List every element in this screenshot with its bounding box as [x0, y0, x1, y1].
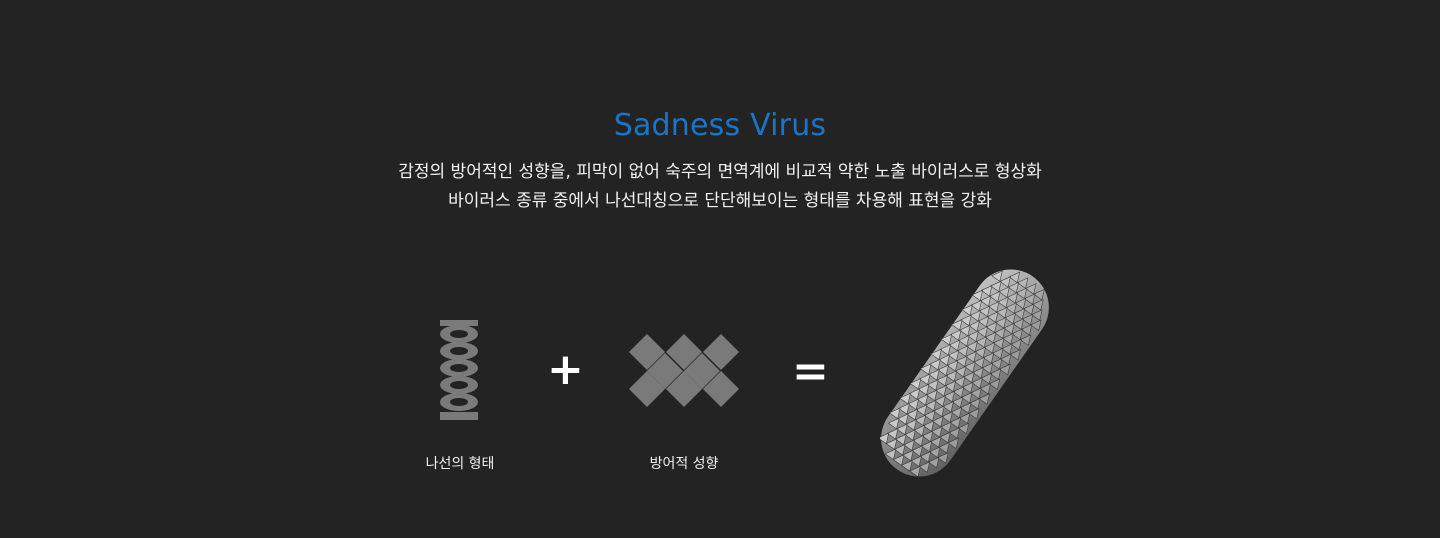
equals-operator: = [792, 346, 829, 397]
helix-icon [440, 320, 480, 420]
plus-operator: + [547, 344, 584, 395]
diamond-caption: 방어적 성향 [649, 456, 719, 472]
description-line-1: 감정의 방어적인 성향을, 피막이 없어 숙주의 면역계에 비교적 약한 노출 … [398, 162, 1042, 182]
spiky-virus-icon [877, 262, 1050, 484]
diamond-pattern-icon [628, 334, 740, 407]
description-line-2: 바이러스 종류 중에서 나선대칭으로 단단해보이는 형태를 차용해 표현을 강화 [448, 191, 992, 211]
description: 감정의 방어적인 성향을, 피막이 없어 숙주의 면역계에 비교적 약한 노출 … [0, 158, 1440, 216]
page-title: Sadness Virus [613, 108, 827, 143]
helix-caption: 나선의 형태 [425, 456, 495, 472]
